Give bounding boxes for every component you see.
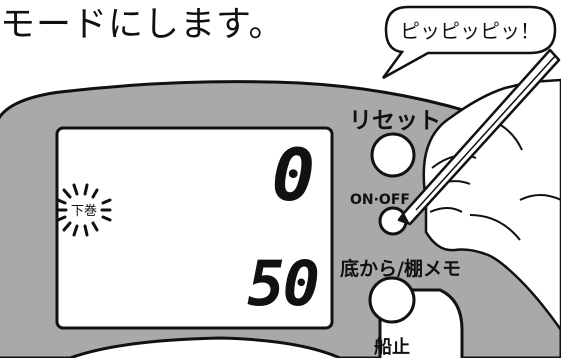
bottom-shelf-label: 底から/棚メモ [340,257,461,280]
lcd-counter-value: 50 [247,247,318,320]
blink-rays-icon [56,183,112,237]
speech-bubble-text: ピッピッピッ！ [400,19,540,43]
reset-button[interactable] [370,132,416,178]
lcd-indicator: 下巻 [71,204,97,219]
onoff-label: ON·OFF [350,192,410,208]
bottom-shelf-button[interactable] [368,276,416,324]
reset-label: リセット [349,108,441,134]
ship-stop-label: 船止 [374,336,410,358]
speech-bubble [381,5,557,80]
lcd-depth-value: 0 [272,133,315,217]
lcd-screen [55,126,334,330]
instruction-heading: モードにします。 [0,5,285,45]
hand-with-pen-icon [397,48,561,332]
